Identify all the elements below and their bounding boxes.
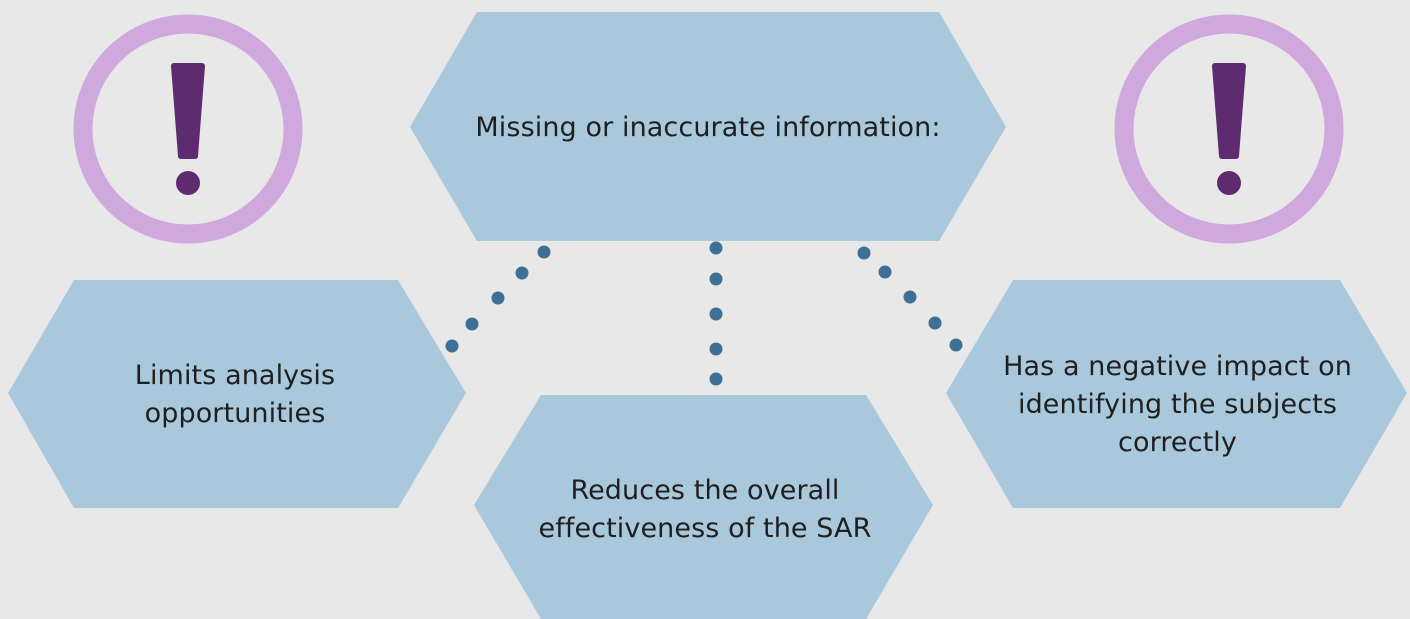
right-connector: [857, 246, 963, 352]
consequence-text-line: effectiveness of the SAR: [538, 513, 872, 544]
main-hexagon: [410, 12, 1006, 241]
left-alert-icon: [73, 14, 303, 244]
right-exclamation-dot: [1217, 171, 1241, 195]
connector-dot: [949, 338, 963, 352]
right-hexagon: [946, 280, 1407, 508]
connector-dot: [857, 246, 871, 260]
main-node-label: Missing or inaccurate information:: [440, 100, 976, 156]
center-hexagon: [474, 395, 933, 619]
connector-dot: [491, 291, 505, 305]
right-alert-ring: [1114, 14, 1344, 244]
left-exclamation-dot: [176, 171, 200, 195]
connector-dot: [445, 339, 459, 353]
connector-dot: [709, 272, 723, 286]
connector-dot: [709, 241, 723, 255]
consequence-reduces-effectiveness: Reduces the overall effectiveness of the…: [505, 465, 905, 555]
right-exclamation-bar: [1212, 63, 1246, 159]
right-alert-icon: [1114, 14, 1344, 244]
left-hexagon: [8, 280, 466, 508]
main-node-text: Missing or inaccurate information:: [475, 112, 941, 143]
connector-dot: [903, 290, 917, 304]
consequence-text-line: correctly: [1118, 427, 1237, 458]
consequence-text-line: Limits analysis: [134, 360, 336, 391]
connector-dot: [709, 342, 723, 356]
connector-dot: [465, 317, 479, 331]
left-exclamation-bar: [171, 63, 205, 159]
consequence-text-line: Has a negative impact on: [1003, 351, 1352, 382]
center-connector: [709, 241, 723, 386]
connector-dot: [709, 307, 723, 321]
connector-dot: [515, 266, 529, 280]
consequence-text-line: identifying the subjects: [1017, 389, 1337, 420]
connector-dot: [878, 265, 892, 279]
consequence-limits-analysis: Limits analysis opportunities: [60, 340, 410, 450]
connector-dot: [537, 245, 551, 259]
connector-dot: [928, 316, 942, 330]
left-alert-ring: [73, 14, 303, 244]
left-connector: [445, 245, 551, 353]
connector-dot: [709, 372, 723, 386]
consequence-text-line: Reduces the overall: [570, 475, 840, 506]
consequence-text-line: opportunities: [144, 398, 326, 429]
consequence-negative-impact: Has a negative impact on identifying the…: [975, 340, 1380, 470]
